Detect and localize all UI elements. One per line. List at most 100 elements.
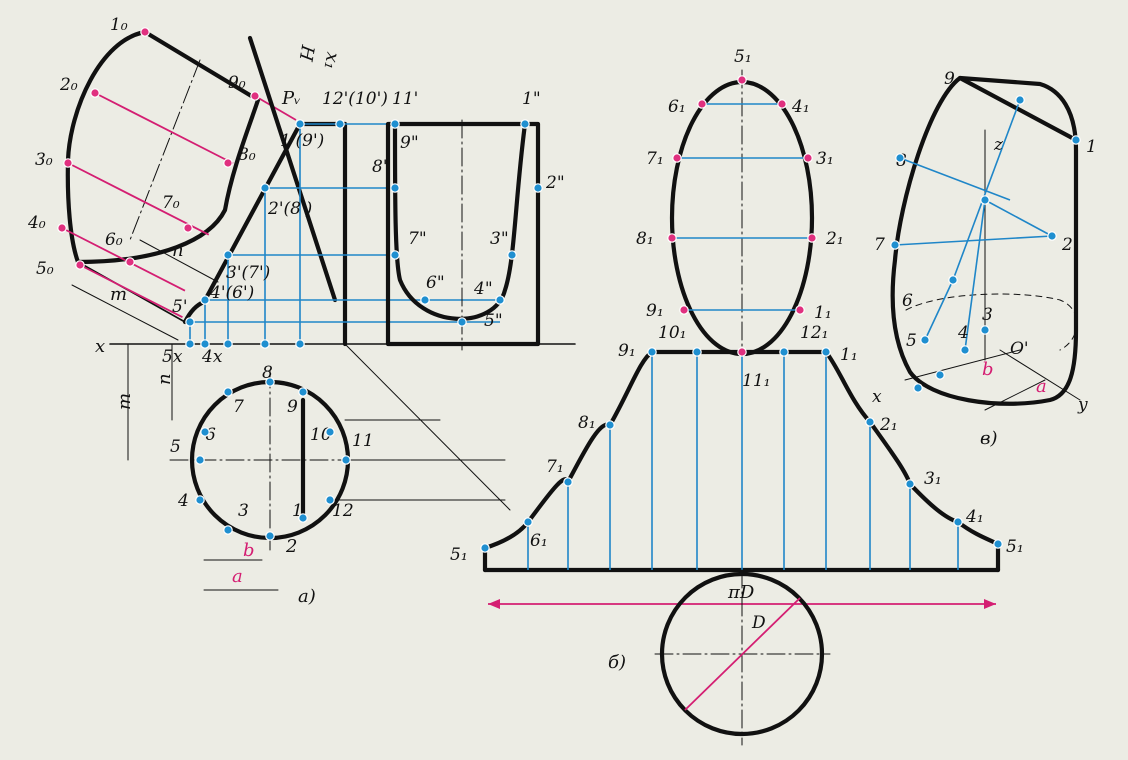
key-point — [697, 99, 707, 109]
lbl-4x: 4x — [201, 347, 223, 367]
construction-point — [295, 119, 305, 129]
construction-point — [647, 347, 657, 357]
lbl-dev-9: 9₁ — [618, 341, 636, 361]
projector-2 — [94, 92, 234, 165]
projector-4 — [61, 227, 186, 292]
lbl-oval-4: 4₁ — [791, 97, 810, 117]
construction-point — [341, 455, 351, 465]
construction-point — [223, 387, 233, 397]
lbl-5-0: 5₀ — [36, 259, 54, 279]
lbl-2-0: 2₀ — [59, 75, 78, 95]
lbl-c-y: y — [1077, 395, 1088, 415]
construction-point — [298, 513, 308, 523]
construction-point — [890, 240, 900, 250]
lbl-front-1: 1'(9') — [280, 131, 324, 151]
plane-x1-label: x₁ — [320, 51, 344, 72]
lbl-oval-7: 7₁ — [646, 149, 664, 169]
pid-label: πD — [727, 582, 755, 603]
cut-top-edge — [957, 75, 1079, 143]
construction-point — [523, 517, 533, 527]
lbl-1-0: 1₀ — [110, 15, 128, 35]
lbl-dev-11: 11₁ — [742, 371, 770, 391]
construction-point — [185, 317, 195, 327]
construction-point — [195, 455, 205, 465]
key-point — [803, 153, 813, 163]
lbl-side-3: 3" — [490, 229, 509, 249]
caption-c: в) — [980, 428, 998, 449]
section-plane-trace — [247, 35, 338, 303]
lbl-dev-5l: 5₁ — [450, 545, 468, 565]
construction-point — [200, 427, 210, 437]
key-point — [737, 75, 747, 85]
key-point — [667, 233, 677, 243]
construction-point — [223, 250, 233, 260]
lbl-dev-1: 1₁ — [840, 345, 858, 365]
x-axis-c — [904, 349, 1021, 381]
panel-a: x n m x₁ Н Pᵥ — [27, 15, 576, 607]
dim-m-line — [71, 284, 179, 341]
dim-n-label: n — [172, 240, 184, 261]
construction-point — [563, 477, 573, 487]
lbl-9-0: 9₀ — [228, 73, 246, 93]
lbl-oval-8: 8₁ — [636, 229, 654, 249]
lbl-c-o: O' — [1010, 339, 1029, 359]
lbl-c-4: 4 — [957, 323, 969, 343]
lbl-c-x: x — [872, 387, 882, 407]
lbl-plan-8: 8 — [262, 363, 273, 383]
key-point — [63, 158, 73, 168]
dim-b-label: b — [243, 540, 255, 561]
lbl-side-1: 1" — [522, 89, 541, 109]
lbl-oval-1: 1₁ — [814, 303, 832, 323]
construction-point — [920, 335, 930, 345]
construction-point — [480, 543, 490, 553]
lbl-c-z: z — [993, 135, 1004, 155]
true-shape-right-curve — [75, 29, 261, 265]
lbl-c-5: 5 — [906, 331, 917, 351]
construction-point — [821, 347, 831, 357]
key-point — [737, 347, 747, 357]
construction-point — [457, 317, 467, 327]
c-chord-7 — [894, 235, 1053, 246]
lbl-oval-2: 2₁ — [825, 229, 844, 249]
lbl-c-3: 3 — [982, 305, 993, 325]
lbl-c-2: 2 — [1061, 235, 1073, 255]
construction-point — [905, 479, 915, 489]
construction-point — [200, 339, 210, 349]
key-point — [777, 99, 787, 109]
construction-point — [390, 183, 400, 193]
construction-point — [260, 339, 270, 349]
axis-x-label: x — [95, 336, 105, 357]
construction-point — [895, 153, 905, 163]
projector-5 — [79, 264, 183, 319]
miter-line — [344, 343, 511, 511]
y-axis-c — [999, 349, 1081, 401]
lbl-front-4: 4'(6') — [209, 283, 254, 303]
construction-point — [507, 250, 517, 260]
plane-h-label: Н — [295, 43, 319, 63]
lbl-dev-12: 12₁ — [800, 323, 828, 343]
lbl-side-2: 2" — [545, 173, 565, 193]
lbl-plan-4: 4 — [177, 491, 189, 511]
construction-point — [185, 339, 195, 349]
dim-a-label: a — [232, 566, 243, 587]
key-point — [679, 305, 689, 315]
construction-point — [533, 183, 543, 193]
lbl-dev-7: 7₁ — [546, 457, 564, 477]
construction-point — [295, 339, 305, 349]
construction-point — [935, 370, 945, 380]
key-point — [140, 27, 150, 37]
lbl-5x: 5x — [162, 347, 183, 367]
lbl-8-0: 8₀ — [238, 145, 256, 165]
lbl-dev-8: 8₁ — [578, 413, 596, 433]
key-point — [250, 91, 260, 101]
points-layer — [57, 27, 1081, 553]
construction-point — [779, 347, 789, 357]
d-dim-line — [684, 597, 801, 711]
lbl-dev-5r: 5₁ — [1006, 537, 1024, 557]
c-gen-1 — [952, 99, 1021, 281]
lbl-c-7: 7 — [874, 235, 885, 255]
cylinder-outline — [890, 75, 1079, 406]
key-point — [807, 233, 817, 243]
panel-b: πD D 5₁ 4₁ 3₁ 2₁ 1₁ 6₁ 7₁ 8₁ 9₁ 5₁ 6₁ 7₁… — [450, 47, 1024, 746]
caption-a: а) — [298, 586, 316, 607]
